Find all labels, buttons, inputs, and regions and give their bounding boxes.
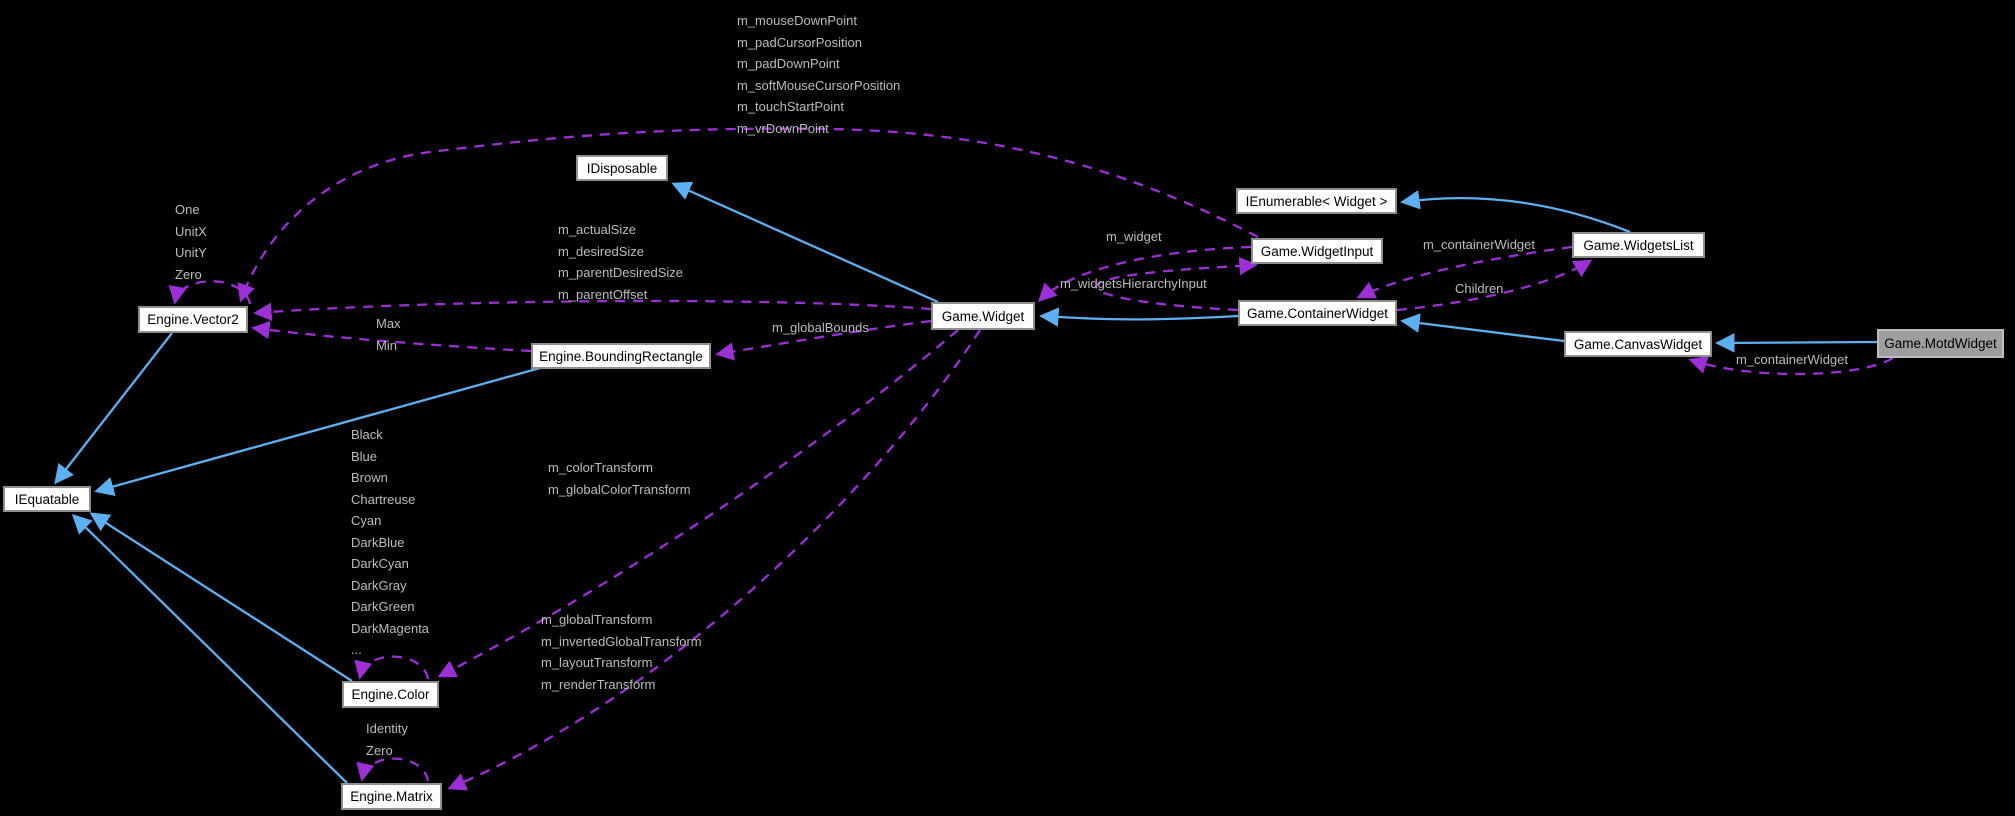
edge-inherit-motdwidget-canvaswidget bbox=[1715, 333, 1878, 353]
edge-label-matrix-self-members: Identity Zero bbox=[366, 721, 408, 758]
edge-usage-containerwidget-widgetinput bbox=[1095, 256, 1258, 312]
edge-inherit-widget-idisposable bbox=[671, 181, 939, 304]
edge-usage-matrix-self bbox=[356, 757, 430, 782]
edge-label-widget-matrix-members: m_globalTransform m_invertedGlobalTransf… bbox=[541, 612, 702, 692]
edge-label-vector2-self-members: One UnitX UnitY Zero bbox=[175, 202, 207, 282]
node-game-widgetinput[interactable]: Game.WidgetInput bbox=[1251, 238, 1383, 264]
edge-usage-widgetinput-vector2 bbox=[237, 127, 1259, 303]
edge-label-boundingrectangle-vector2-members: Max Min bbox=[376, 316, 401, 353]
edge-inherit-canvaswidget-containerwidget bbox=[1400, 313, 1565, 343]
edge-inherit-color-iequatable bbox=[89, 512, 353, 682]
edge-label-containerwidget-widgetslist-member: Children bbox=[1455, 281, 1504, 296]
edge-label-widgetinput-vector2-members: m_mouseDownPoint m_padCursorPosition m_p… bbox=[737, 13, 901, 136]
node-game-containerwidget[interactable]: Game.ContainerWidget bbox=[1238, 300, 1397, 326]
edge-inherit-boundingrectangle-iequatable bbox=[94, 366, 541, 496]
edge-usage-widget-boundingrectangle bbox=[715, 319, 932, 361]
node-iequatable[interactable]: IEquatable bbox=[3, 486, 91, 512]
node-game-widgetslist[interactable]: Game.WidgetsList bbox=[1572, 232, 1705, 258]
edge-inherit-widgetslist-ienumerable bbox=[1400, 190, 1631, 234]
edge-usage-motdwidget-canvaswidget bbox=[1688, 356, 1894, 376]
edge-usage-widget-color bbox=[437, 329, 959, 678]
node-engine-matrix[interactable]: Engine.Matrix bbox=[341, 783, 442, 810]
edge-usage-widgetslist-containerwidget bbox=[1356, 245, 1573, 299]
node-idisposable[interactable]: IDisposable bbox=[576, 155, 668, 181]
edge-label-widget-boundingrectangle-member: m_globalBounds bbox=[772, 320, 869, 335]
node-engine-color[interactable]: Engine.Color bbox=[342, 681, 439, 708]
edge-usage-widget-matrix bbox=[447, 329, 981, 791]
edge-usage-widgetinput-widget bbox=[1038, 245, 1252, 302]
edge-usage-color-self bbox=[354, 655, 430, 680]
edge-inherit-containerwidget-widget bbox=[1039, 307, 1239, 327]
node-game-motdwidget[interactable]: Game.MotdWidget bbox=[1877, 329, 2004, 358]
node-game-canvaswidget[interactable]: Game.CanvasWidget bbox=[1564, 331, 1712, 357]
edge-inherit-matrix-iequatable bbox=[71, 513, 348, 784]
edge-label-color-self-members: Black Blue Brown Chartreuse Cyan DarkBlu… bbox=[351, 427, 430, 657]
edge-label-widgetinput-widget-member: m_widget bbox=[1106, 229, 1162, 244]
node-game-widget[interactable]: Game.Widget bbox=[931, 302, 1035, 330]
edge-label-motdwidget-canvaswidget-member: m_containerWidget bbox=[1736, 352, 1848, 367]
edge-label-widget-vector2-members: m_actualSize m_desiredSize m_parentDesir… bbox=[558, 222, 684, 302]
edge-label-containerwidget-widgetinput-member: m_widgetsHierarchyInput bbox=[1060, 276, 1207, 291]
node-engine-boundingrectangle[interactable]: Engine.BoundingRectangle bbox=[531, 343, 711, 369]
node-engine-vector2[interactable]: Engine.Vector2 bbox=[138, 306, 248, 333]
edge-label-widget-color-members: m_colorTransform m_globalColorTransform bbox=[548, 460, 691, 497]
node-ienumerable-widget[interactable]: IEnumerable< Widget > bbox=[1236, 188, 1397, 214]
edge-label-widgetslist-containerwidget-member: m_containerWidget bbox=[1423, 237, 1535, 252]
edge-usage-containerwidget-widgetslist bbox=[1396, 259, 1593, 312]
edge-inherit-vector2-iequatable bbox=[54, 332, 173, 485]
